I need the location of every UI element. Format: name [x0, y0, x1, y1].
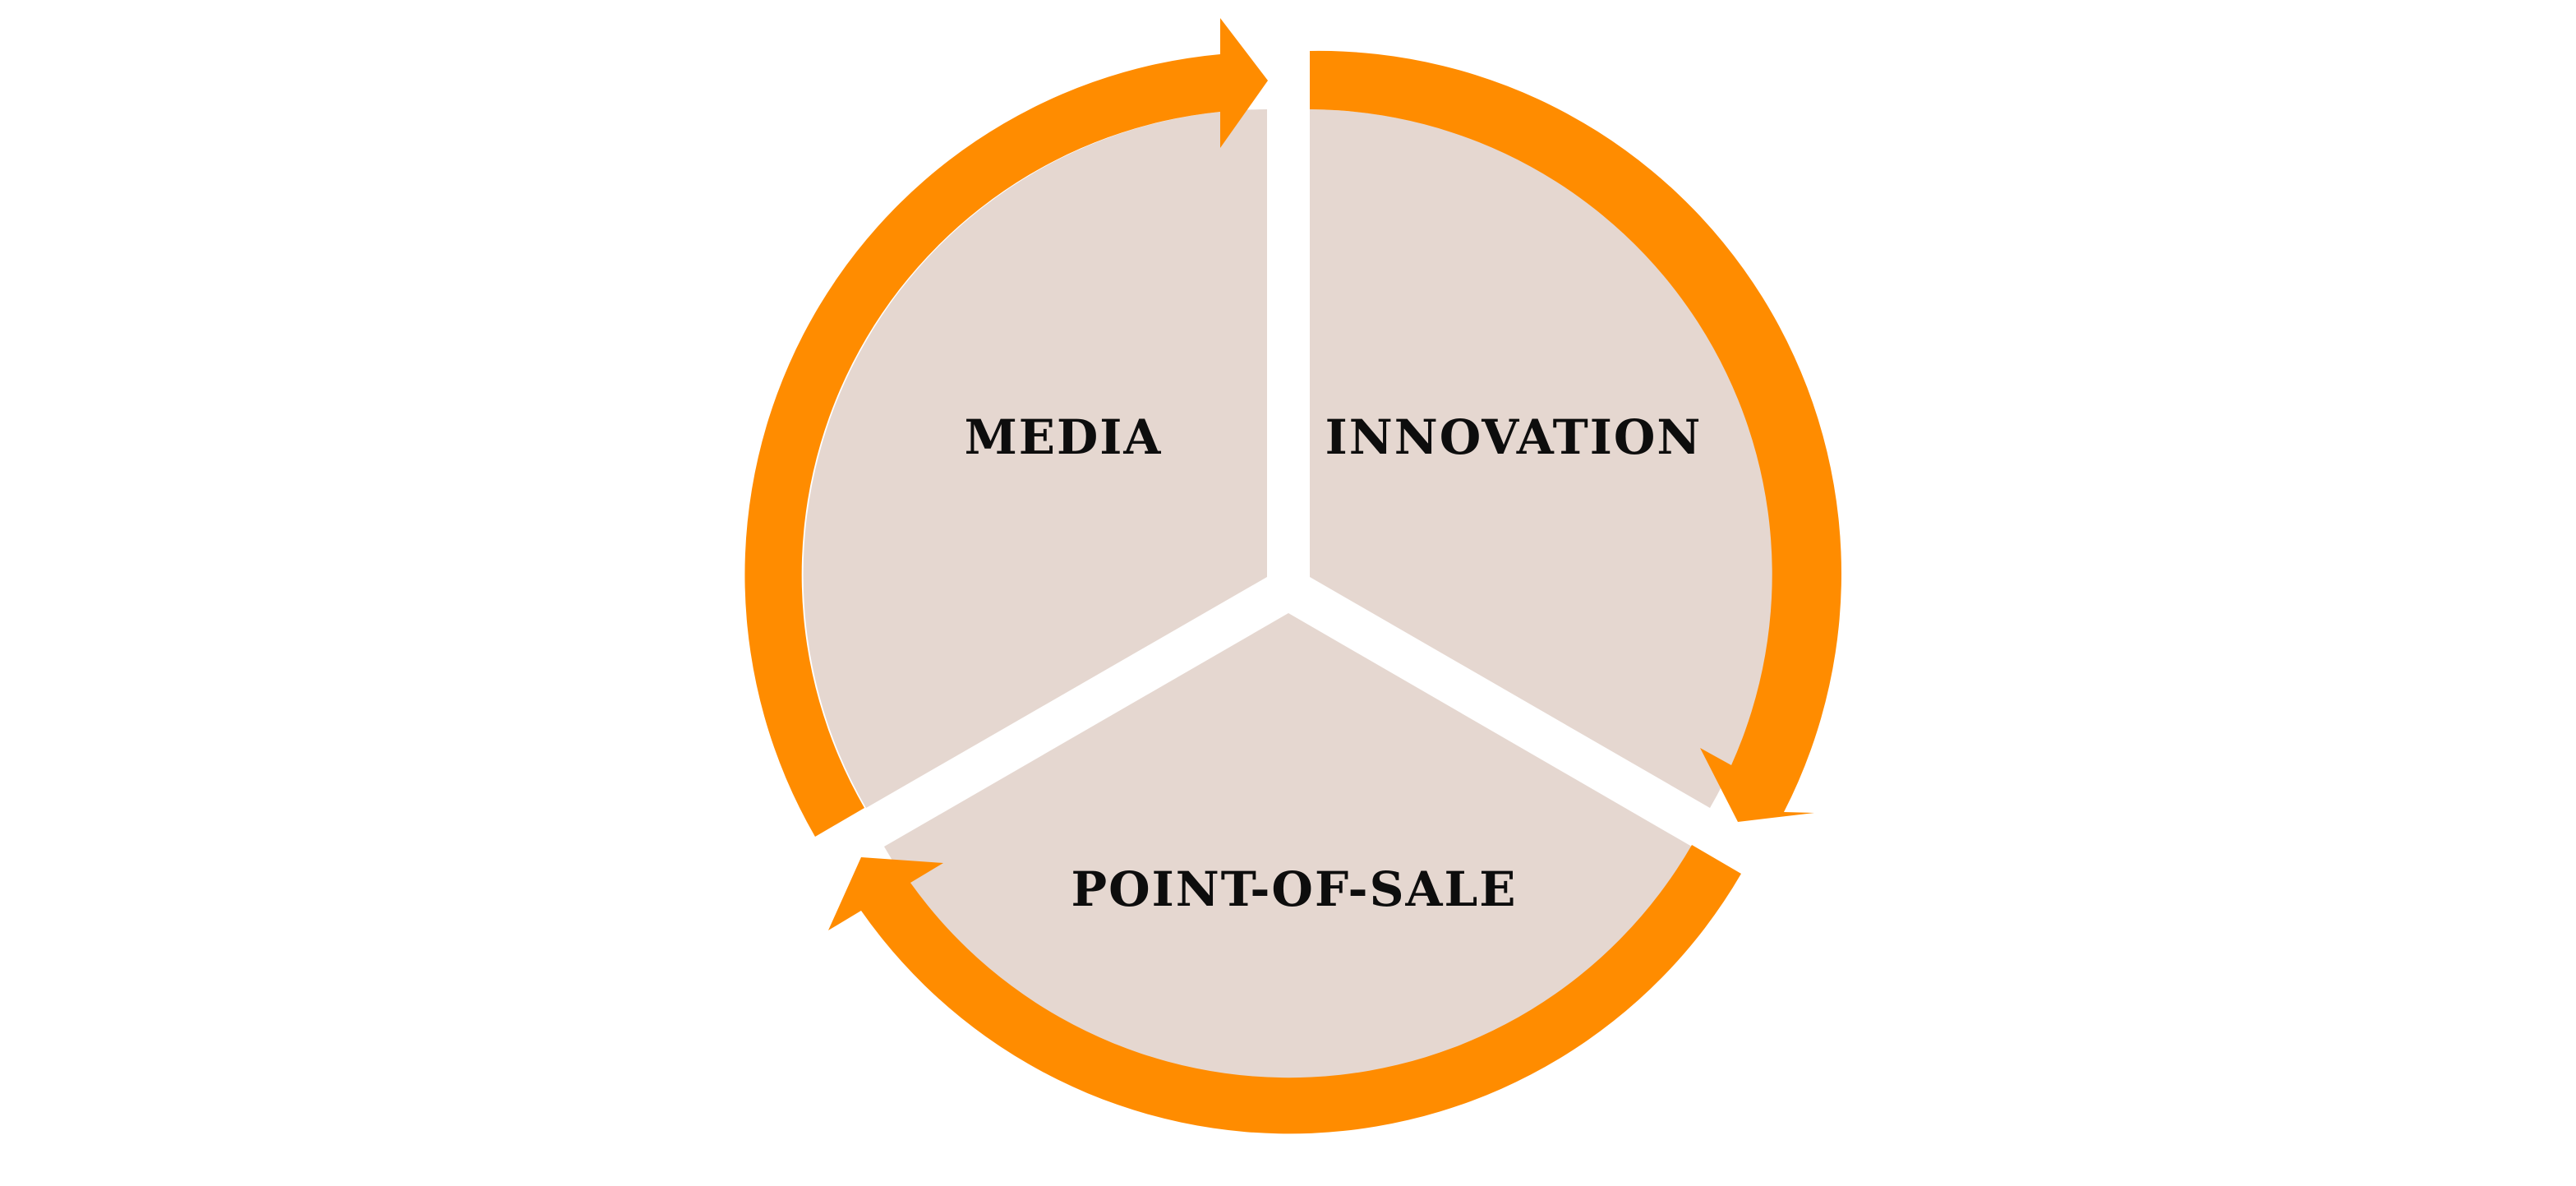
segment-labels: MEDIA INNOVATION POINT-OF-SALE: [965, 409, 1703, 917]
segments: [803, 109, 1773, 1082]
arrow-innovation-to-point-of-sale: [1310, 50, 1842, 822]
arrow-point-of-sale-to-media: [828, 845, 1741, 1134]
segment-innovation: [1310, 109, 1773, 808]
label-innovation: INNOVATION: [1325, 409, 1703, 465]
label-point-of-sale: POINT-OF-SALE: [1071, 861, 1518, 917]
cycle-arrows: [744, 18, 1842, 1134]
label-media: MEDIA: [965, 409, 1163, 465]
segment-point-of-sale: [884, 613, 1692, 1082]
arrow-media-to-innovation: [744, 18, 1268, 837]
segment-media: [803, 109, 1267, 808]
